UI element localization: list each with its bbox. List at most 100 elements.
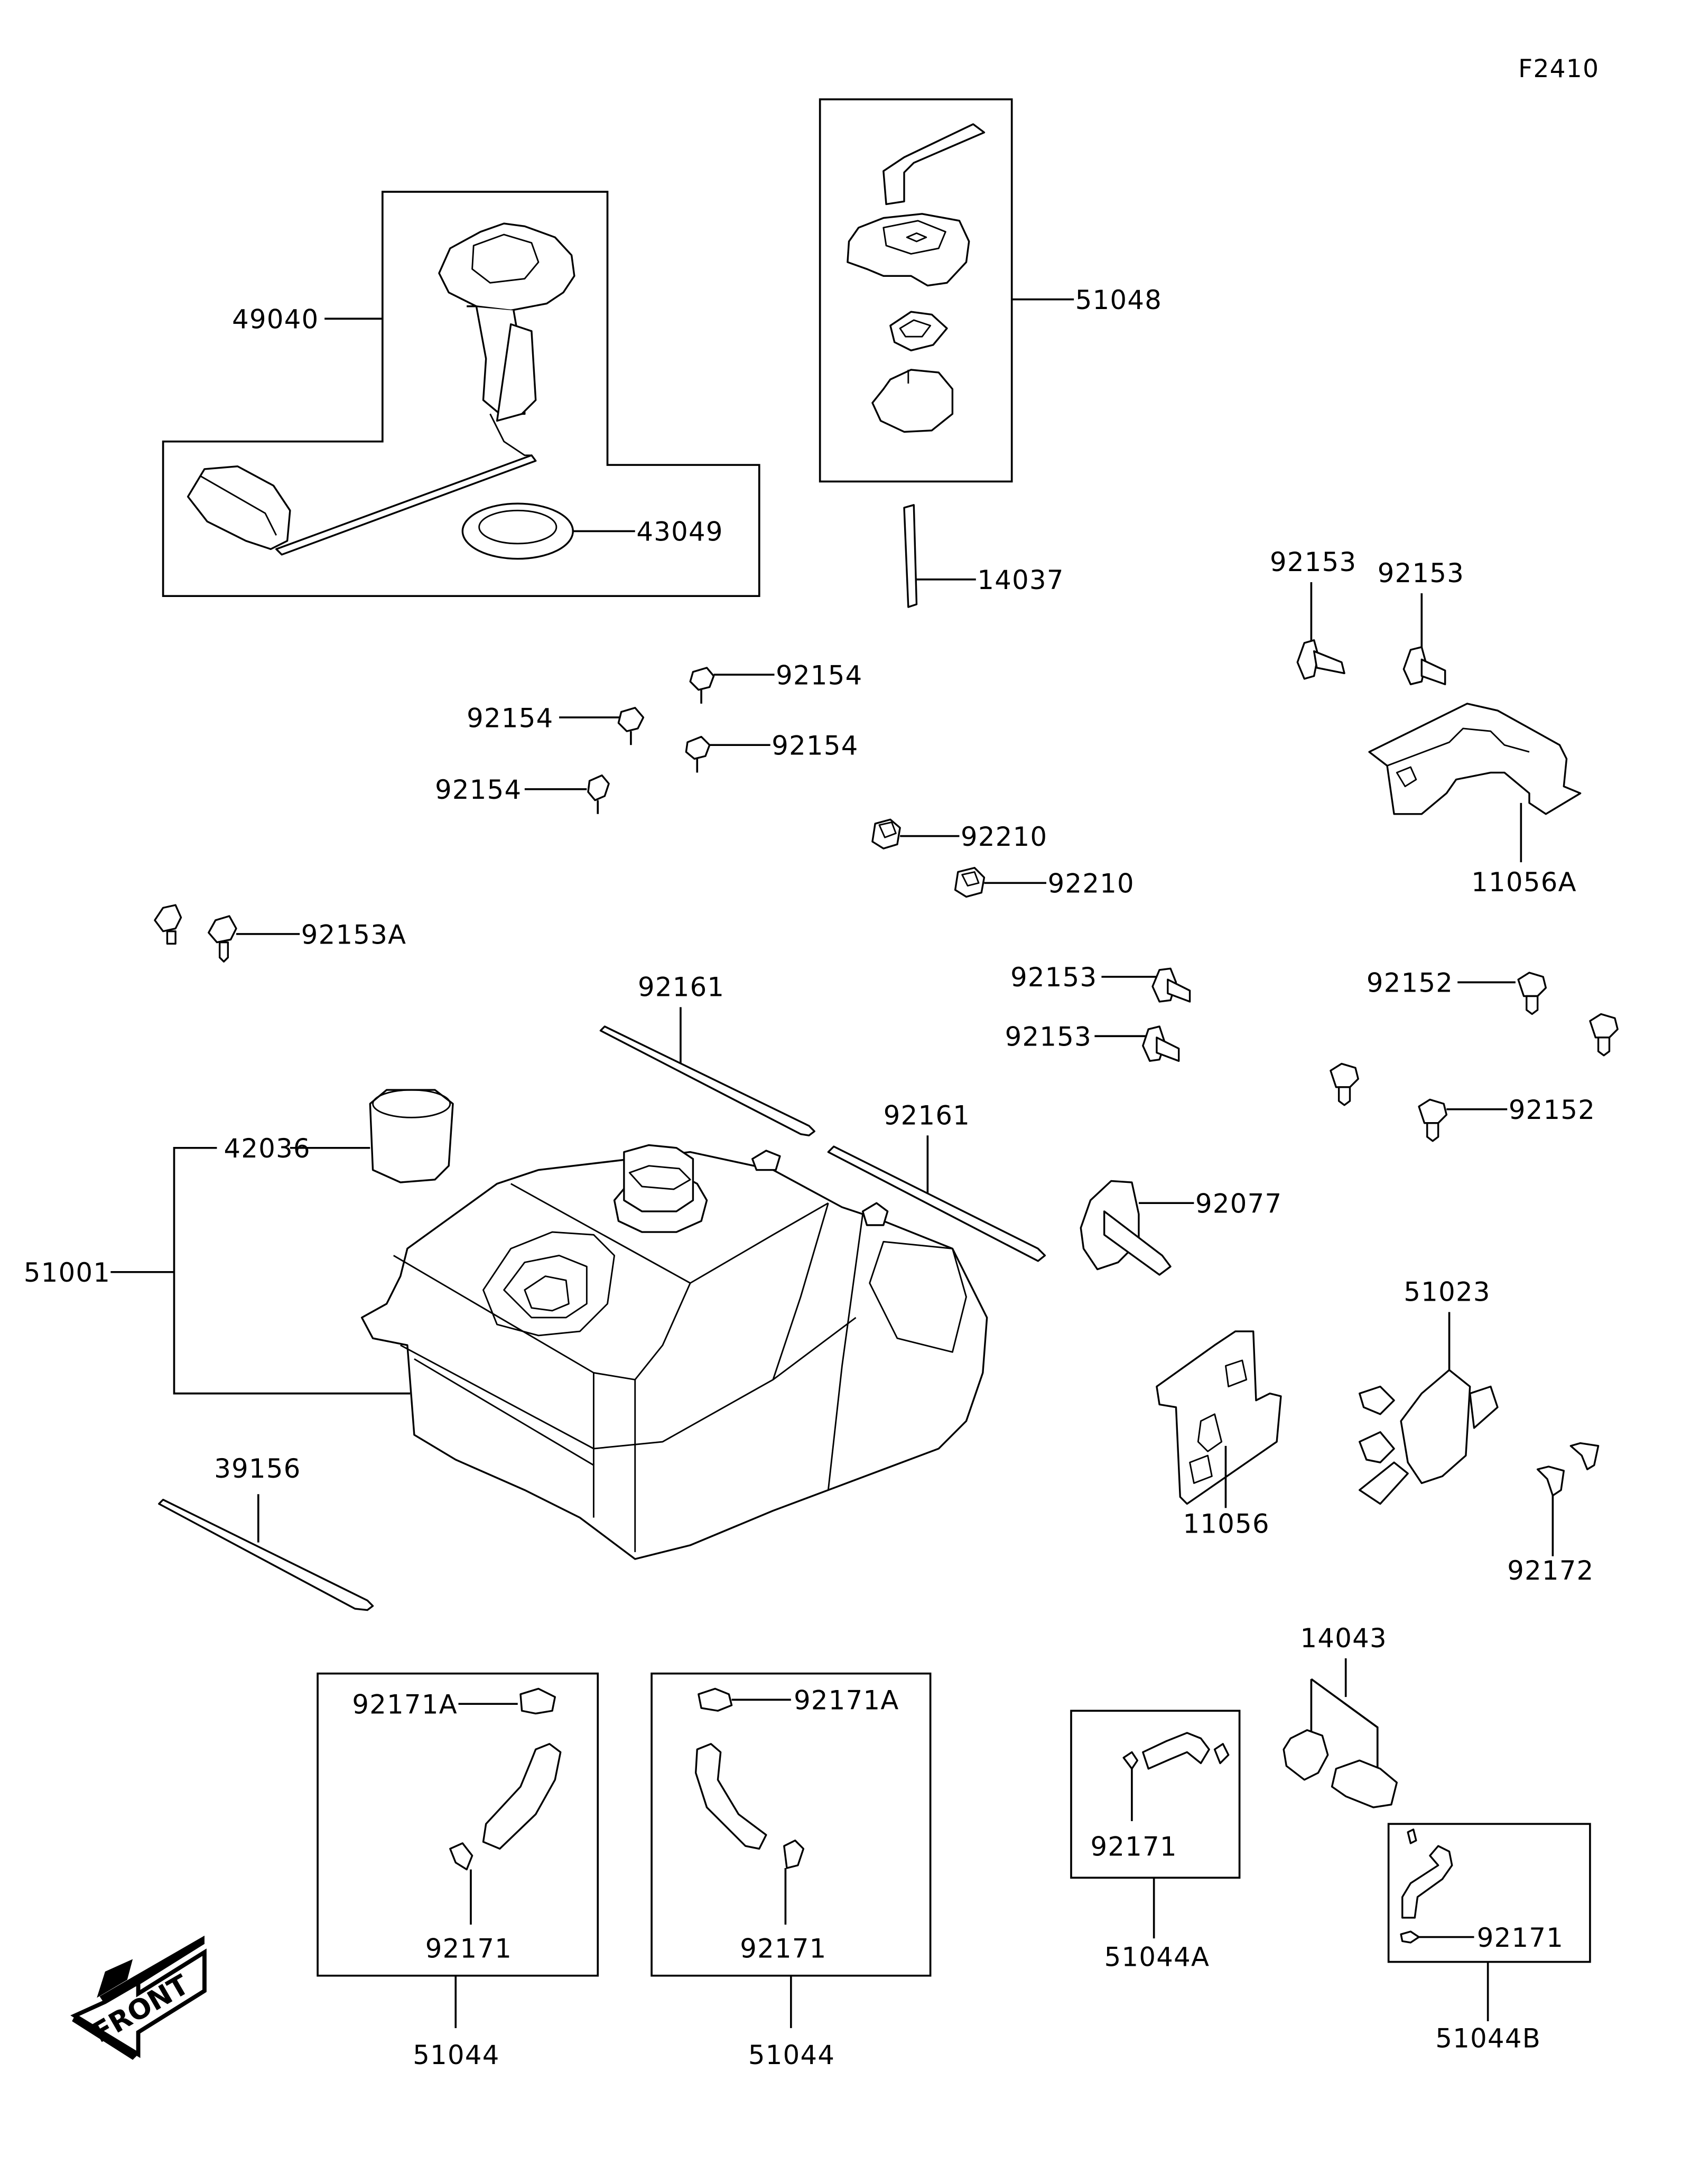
- cap-base-part[interactable]: [871, 369, 954, 433]
- bolt-92153-mid-a[interactable]: [1151, 967, 1191, 1003]
- fuel-tank-part[interactable]: [360, 1144, 988, 1560]
- label-92152-a[interactable]: 92152: [1367, 968, 1453, 998]
- label-11056a[interactable]: 11056A: [1471, 867, 1577, 898]
- front-arrow-icon: FRONT: [70, 1935, 207, 2060]
- figure-id: F2410: [1518, 54, 1599, 83]
- clamp-92171-b2[interactable]: [1407, 1828, 1417, 1844]
- bracket-11056-group: 11056: [1156, 1330, 1282, 1539]
- label-92154-d[interactable]: 92154: [435, 774, 522, 805]
- bolt-92152-a[interactable]: [1517, 972, 1547, 1015]
- label-39156[interactable]: 39156: [214, 1453, 301, 1484]
- cap-part[interactable]: [847, 213, 970, 287]
- label-92210-b[interactable]: 92210: [1048, 869, 1135, 899]
- clamp-92171a-2[interactable]: [698, 1687, 733, 1712]
- breather-tube-part[interactable]: [903, 504, 918, 608]
- bolt-92154-b[interactable]: [617, 707, 645, 745]
- label-hose-kit-a-assy[interactable]: 51044A: [1104, 1942, 1210, 1972]
- hose-kit-b-group: 92171 51044B: [1387, 1823, 1591, 2054]
- clamp-92171-a2[interactable]: [1213, 1743, 1230, 1765]
- bolt-92153a-b[interactable]: [208, 915, 237, 963]
- clamp-92171a-1[interactable]: [519, 1687, 556, 1715]
- bolts-92153a-group: 92153A: [154, 904, 407, 963]
- label-92154-c[interactable]: 92154: [772, 730, 858, 761]
- label-hose-kit-b-clamp[interactable]: 92171: [1477, 1922, 1564, 1953]
- grommet-92077-part[interactable]: [1080, 1180, 1172, 1276]
- label-92210-a[interactable]: 92210: [961, 822, 1047, 852]
- pad-92161-b-part[interactable]: [827, 1145, 1046, 1262]
- label-51023[interactable]: 51023: [1404, 1277, 1490, 1308]
- clamp-92171-2[interactable]: [783, 1840, 805, 1869]
- bolts-92153-mid-group: 92153 92153: [1005, 962, 1191, 1062]
- nut-92210-a[interactable]: [871, 818, 901, 850]
- label-92172[interactable]: 92172: [1507, 1555, 1594, 1586]
- hose-a-part[interactable]: [1142, 1732, 1210, 1770]
- label-43049[interactable]: 43049: [636, 517, 723, 547]
- label-92153-top-b[interactable]: 92153: [1378, 558, 1464, 589]
- bracket-11056-part[interactable]: [1156, 1330, 1282, 1505]
- label-hose-kit-1-clamp-a[interactable]: 92171A: [352, 1689, 458, 1720]
- label-hose-kit-1-clamp[interactable]: 92171: [425, 1934, 512, 1964]
- label-92154-b[interactable]: 92154: [467, 703, 553, 733]
- hose-2-part[interactable]: [694, 1743, 767, 1850]
- clip-92172-a[interactable]: [1569, 1442, 1600, 1470]
- label-11056[interactable]: 11056: [1183, 1508, 1270, 1539]
- bolt-92152-c[interactable]: [1589, 1013, 1619, 1057]
- label-14043[interactable]: 14043: [1300, 1623, 1387, 1654]
- fuel-tank-group: 42036 51001: [24, 1089, 988, 1560]
- label-92153a[interactable]: 92153A: [301, 919, 407, 950]
- label-hose-kit-2-assy[interactable]: 51044: [748, 2040, 835, 2070]
- label-92152-b[interactable]: 92152: [1509, 1095, 1595, 1125]
- label-14037[interactable]: 14037: [977, 565, 1064, 595]
- label-42036[interactable]: 42036: [224, 1133, 311, 1164]
- clip-92172-b[interactable]: [1536, 1466, 1565, 1497]
- label-92077[interactable]: 92077: [1195, 1189, 1282, 1219]
- bolt-92154-d[interactable]: [587, 774, 610, 814]
- cap-seal-part[interactable]: [889, 311, 948, 352]
- grommet-92077-group: 92077: [1080, 1180, 1282, 1276]
- bolt-92153-top-a[interactable]: [1296, 639, 1345, 680]
- label-92161-a[interactable]: 92161: [638, 972, 724, 1003]
- bolts-92154-group: 92154 92154 92154 92154: [435, 660, 862, 814]
- bolt-92153-top-b[interactable]: [1402, 646, 1446, 686]
- pad-92161-a-part[interactable]: [599, 1025, 815, 1136]
- fuel-cap-group: 51048: [819, 98, 1162, 483]
- valve-51023-part[interactable]: [1359, 1369, 1499, 1505]
- bolt-92152-b[interactable]: [1418, 1098, 1448, 1142]
- sensor-14043-part[interactable]: [1283, 1729, 1398, 1808]
- label-92161-b[interactable]: 92161: [884, 1100, 970, 1131]
- bolt-92152-d[interactable]: [1330, 1062, 1359, 1106]
- clamp-92171-b[interactable]: [1400, 1930, 1420, 1944]
- tank-cup-42036-part[interactable]: [369, 1089, 454, 1183]
- cap-key-part[interactable]: [882, 123, 986, 206]
- label-hose-kit-a-clamp[interactable]: 92171: [1091, 1831, 1177, 1862]
- nut-92210-b[interactable]: [954, 866, 986, 898]
- label-92153-top-a[interactable]: 92153: [1270, 547, 1356, 577]
- label-92153-mid-a[interactable]: 92153: [1010, 962, 1097, 993]
- fuel-pump-part[interactable]: [275, 222, 575, 556]
- label-51001[interactable]: 51001: [24, 1257, 110, 1288]
- bolt-92154-c[interactable]: [685, 735, 711, 773]
- bolt-92153-mid-b[interactable]: [1142, 1025, 1180, 1062]
- pad-39156-part[interactable]: [158, 1498, 374, 1611]
- clamp-92171-1[interactable]: [449, 1842, 473, 1871]
- bolt-92153a-a[interactable]: [154, 904, 182, 945]
- label-92154-a[interactable]: 92154: [776, 660, 862, 690]
- hose-1-part[interactable]: [482, 1743, 562, 1850]
- label-92153-mid-b[interactable]: 92153: [1005, 1022, 1092, 1052]
- label-49040[interactable]: 49040: [232, 304, 319, 335]
- label-hose-kit-b-assy[interactable]: 51044B: [1435, 2023, 1541, 2054]
- clamp-92171-a[interactable]: [1122, 1751, 1139, 1770]
- bracket-11056a-part[interactable]: [1368, 703, 1582, 815]
- pad-39156-group: 39156: [158, 1453, 374, 1611]
- fuel-pump-box: [162, 191, 760, 597]
- sensor-14043-group: 14043: [1283, 1623, 1398, 1808]
- label-51048[interactable]: 51048: [1075, 285, 1162, 315]
- hose-b-part[interactable]: [1401, 1845, 1453, 1919]
- label-hose-kit-2-clamp[interactable]: 92171: [740, 1934, 826, 1964]
- float-part[interactable]: [187, 465, 291, 550]
- gasket-43049-part[interactable]: [461, 502, 574, 560]
- bolt-92154-a[interactable]: [689, 667, 715, 704]
- label-hose-kit-2-clamp-a[interactable]: 92171A: [794, 1685, 899, 1716]
- label-hose-kit-1-assy[interactable]: 51044: [413, 2040, 499, 2070]
